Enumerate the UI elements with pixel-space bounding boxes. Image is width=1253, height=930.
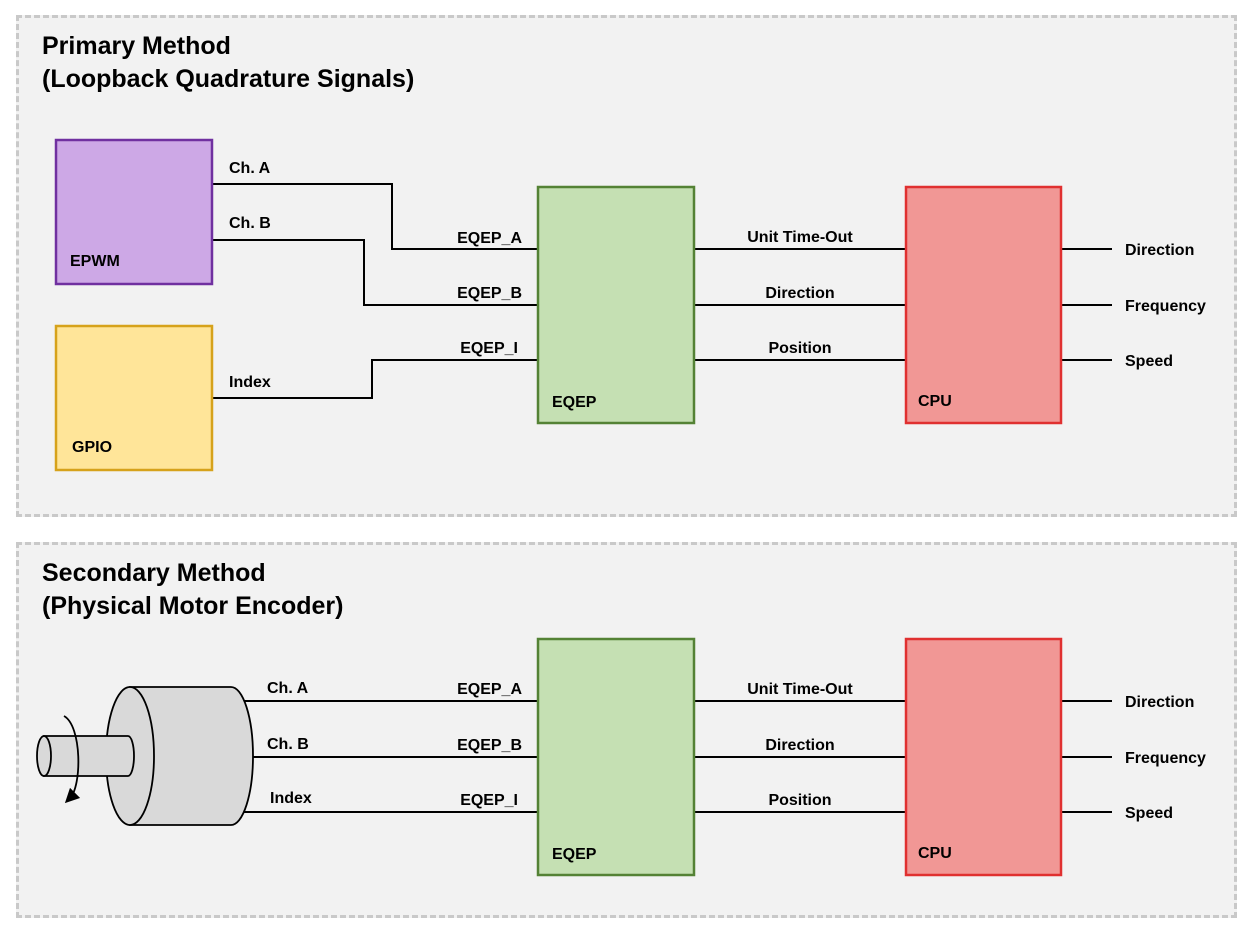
primary-eqep-block (536, 185, 696, 425)
secondary-eqep-label: EQEP (552, 846, 597, 863)
secondary-cpu-out-speed: Speed (1125, 805, 1173, 822)
primary-cpu-out-frequency: Frequency (1125, 298, 1206, 315)
primary-pin-eqep-b: EQEP_B (457, 285, 522, 302)
secondary-title-line2: (Physical Motor Encoder) (42, 592, 344, 620)
secondary-title-line1: Secondary Method (42, 559, 266, 587)
primary-wires (212, 183, 1112, 399)
secondary-cpu-block (904, 637, 1063, 877)
motor-body (129, 686, 254, 826)
primary-input-index: Index (229, 374, 271, 391)
wire-primary-index (212, 359, 538, 399)
secondary-input-index: Index (270, 790, 312, 807)
motor-encoder-icon (36, 686, 254, 826)
primary-method-title: Primary Method (Loopback Quadrature Sign… (42, 30, 414, 96)
primary-cpu-out-direction: Direction (1125, 242, 1194, 259)
wire-primary-ch-b (212, 239, 538, 306)
primary-out-direction: Direction (765, 285, 834, 302)
secondary-cpu-label: CPU (918, 845, 952, 862)
secondary-cpu-out-direction: Direction (1125, 694, 1194, 711)
rotation-arrow-icon (63, 715, 81, 804)
secondary-input-ch-b: Ch. B (267, 736, 309, 753)
secondary-wires (244, 700, 1112, 813)
secondary-pin-eqep-i: EQEP_I (460, 792, 518, 809)
wire-primary-ch-a (212, 183, 538, 250)
primary-title-line1: Primary Method (42, 32, 231, 60)
primary-input-ch-a: Ch. A (229, 160, 271, 177)
primary-out-unit-timeout: Unit Time-Out (747, 229, 853, 246)
secondary-method-title: Secondary Method (Physical Motor Encoder… (42, 557, 343, 623)
secondary-pin-eqep-b: EQEP_B (457, 737, 522, 754)
primary-cpu-out-speed: Speed (1125, 353, 1173, 370)
secondary-pin-eqep-a: EQEP_A (457, 681, 522, 698)
gpio-label: GPIO (72, 439, 112, 456)
secondary-eqep-block (536, 637, 696, 877)
epwm-label: EPWM (70, 253, 120, 270)
secondary-out-position: Position (768, 792, 831, 809)
primary-pin-eqep-i: EQEP_I (460, 340, 518, 357)
secondary-out-unit-timeout: Unit Time-Out (747, 681, 853, 698)
primary-eqep-label: EQEP (552, 394, 597, 411)
primary-cpu-block (904, 185, 1063, 425)
gpio-block (54, 324, 214, 472)
primary-input-ch-b: Ch. B (229, 215, 271, 232)
motor-shaft (43, 735, 135, 777)
primary-title-line2: (Loopback Quadrature Signals) (42, 65, 415, 93)
secondary-input-ch-a: Ch. A (267, 680, 309, 697)
primary-out-position: Position (768, 340, 831, 357)
secondary-out-direction: Direction (765, 737, 834, 754)
primary-cpu-label: CPU (918, 393, 952, 410)
motor-shaft-end (36, 735, 52, 777)
primary-pin-eqep-a: EQEP_A (457, 230, 522, 247)
secondary-cpu-out-frequency: Frequency (1125, 750, 1206, 767)
epwm-block (54, 138, 214, 286)
